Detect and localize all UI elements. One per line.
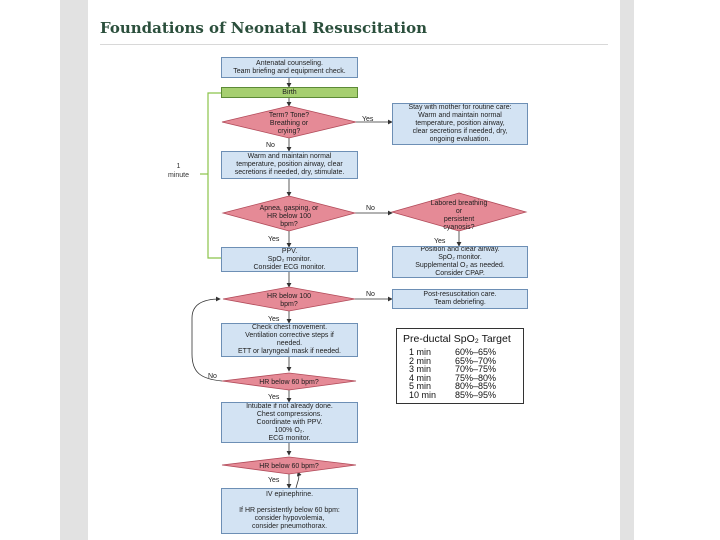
label-hr60b-yes: Yes [268, 477, 280, 484]
table-row: 3 min 70%–75% [403, 365, 517, 374]
row-range: 85%–95% [455, 389, 497, 400]
label-labored-yes: Yes [434, 238, 446, 245]
spo2-target-heading: Pre-ductal SpO₂ Target [403, 333, 511, 345]
diamond-hr60b [221, 456, 357, 475]
table-row: 2 min 65%–70% [403, 355, 517, 366]
right-margin [634, 0, 720, 540]
table-row: 1 min 60%–65% [403, 348, 517, 357]
left-shadow [60, 0, 88, 540]
box-position-airway: Position and clear airway. SpO₂ monitor.… [392, 246, 528, 278]
label-hr60a-yes: Yes [268, 394, 280, 401]
row-range: 80%–85% [455, 381, 497, 391]
label-apnea-yes: Yes [268, 236, 280, 243]
spo2-target-table: Pre-ductal SpO₂ Target 1 min 60%–65% 2 mi… [396, 328, 524, 404]
diamond-hr60b-text: HR below 60 bpm? [259, 463, 319, 470]
row-range: 75%–80% [455, 372, 497, 383]
box-intubate: Intubate if not already done. Chest comp… [221, 402, 358, 443]
decision-diamonds [221, 105, 528, 475]
box-routine-care: Stay with mother for routine care: Warm … [392, 103, 528, 145]
row-time: 5 min [409, 381, 432, 391]
connector-hr60a-loop [191, 296, 223, 382]
label-term-no: No [266, 142, 275, 149]
label-hr100-no: No [366, 291, 375, 298]
title-divider [100, 44, 608, 45]
diamond-labored [390, 192, 528, 232]
row-range: 70%–75% [455, 364, 497, 374]
table-row: 10 min 85%–95% [403, 389, 517, 400]
box-ppv: PPV. SpO₂ monitor. Consider ECG monitor. [221, 247, 358, 272]
label-hr60a-no: No [208, 373, 217, 380]
table-row: 5 min 80%–85% [403, 382, 517, 391]
row-time: 3 min [409, 364, 432, 374]
row-time: 2 min [409, 355, 432, 366]
spo2-target-rows: 1 min 60%–65% 2 min 65%–70% 3 min 70%–75% 4… [403, 348, 517, 399]
box-warm: Warm and maintain normal temperature, po… [221, 151, 358, 179]
row-range: 60%–65% [455, 347, 497, 357]
diamond-hr60a-text: HR below 60 bpm? [259, 379, 319, 386]
label-hr100-yes: Yes [268, 316, 280, 323]
row-time: 1 min [409, 347, 432, 357]
box-post-resuscitation: Post-resuscitation care. Team debriefing… [392, 289, 528, 309]
box-iv-epinephrine: IV epinephrine. If HR persistently below… [221, 488, 358, 534]
diamond-term [221, 105, 357, 139]
one-minute-label: 1 minute [168, 163, 190, 179]
label-term-yes: Yes [362, 116, 374, 123]
box-birth: Birth [221, 87, 358, 98]
table-row: 4 min 75%–80% [403, 372, 517, 383]
diamond-apnea [221, 195, 357, 232]
page-title: Foundations of Neonatal Resuscitation [100, 19, 428, 37]
edge-labels: Yes No No Yes Yes No Yes No Yes Yes [208, 116, 446, 484]
connector-lines [191, 78, 462, 489]
diamond-hr100 [222, 286, 356, 312]
one-minute-bracket [200, 92, 221, 259]
box-antenatal: Antenatal counseling. Team briefing and … [221, 57, 358, 78]
row-range: 65%–70% [455, 355, 497, 366]
box-check-chest: Check chest movement. Ventilation correc… [221, 323, 358, 357]
label-apnea-no: No [366, 205, 375, 212]
connector-iv-loop [295, 471, 302, 489]
row-time: 4 min [409, 372, 432, 383]
diamond-hr60a [221, 372, 357, 391]
row-time: 10 min [409, 389, 437, 400]
